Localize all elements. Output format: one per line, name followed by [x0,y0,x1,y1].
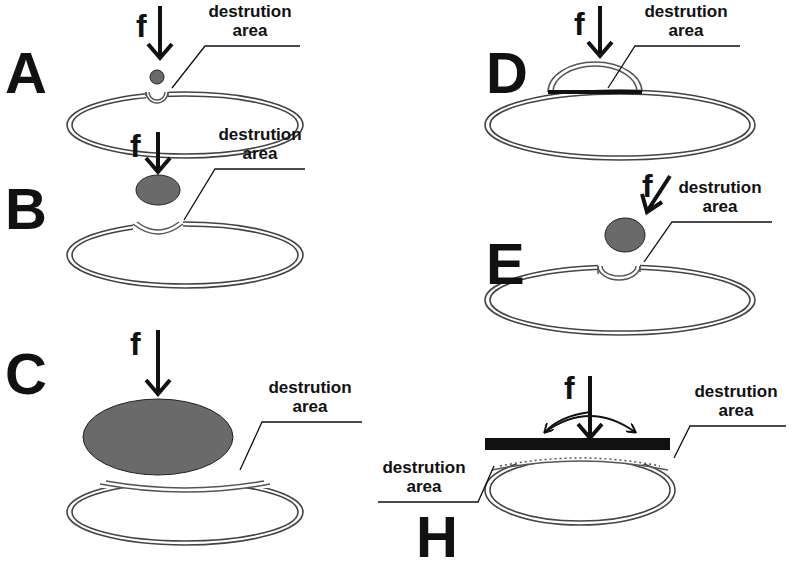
force-label: f [130,328,141,360]
destruction-label: destrution area [210,125,310,163]
destruction-label: destrution area [200,2,300,40]
destruction-label: destrution area [374,458,474,496]
force-label: f [136,10,147,42]
panel-letter: E [486,235,525,293]
panel-letter: A [5,44,47,102]
force-label: f [130,130,141,162]
panel-letter: H [416,508,458,566]
force-label: f [564,372,575,404]
destruction-label: destrution area [260,378,360,416]
destruction-label: destrution area [636,2,736,40]
destruction-label: destrution area [670,178,770,216]
panel-letter: B [5,180,47,238]
force-label: f [574,8,585,40]
panel-letter: D [486,44,528,102]
destruction-label: destrution area [686,382,786,420]
force-label: f [642,170,653,202]
panel-letter: C [5,345,47,403]
